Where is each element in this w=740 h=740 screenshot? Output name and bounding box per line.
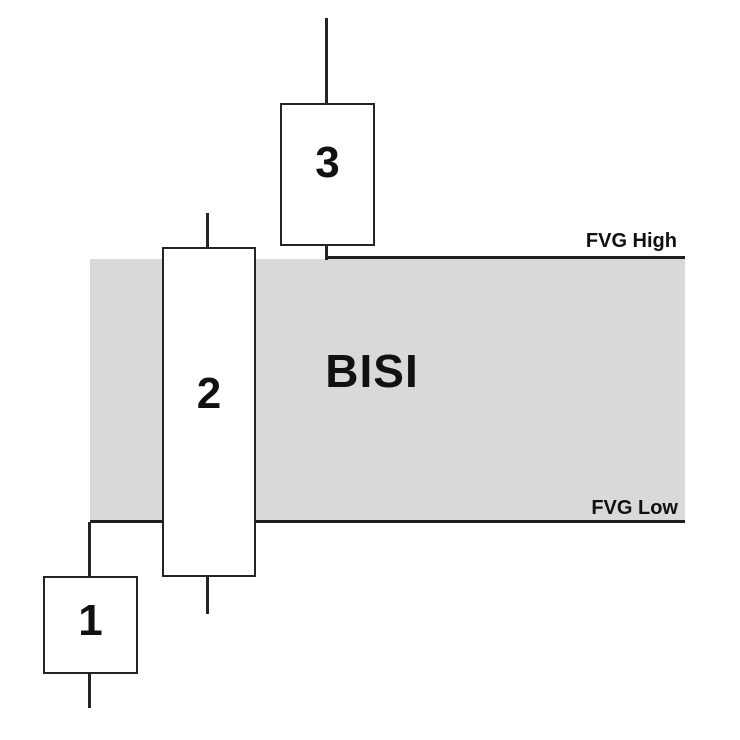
candle-1-lower-wick [88,673,91,708]
candle-2-body: 2 [162,247,256,577]
fvg-high-label: FVG High [585,230,677,252]
candle-3-label: 3 [315,137,340,187]
candle-3-body: 3 [280,103,375,246]
fvg-low-label: FVG Low [591,497,678,519]
bisi-label: BISI [325,345,419,397]
fvg-low-line [90,520,685,523]
candle-2-label: 2 [196,369,222,418]
candle-1-label: 1 [78,596,103,645]
fvg-high-line [327,256,685,259]
candle-2-lower-wick [206,576,209,614]
candle-1-upper-wick [88,522,91,577]
candle-3-lower-wick [325,245,328,260]
candle-2-upper-wick [206,213,209,249]
candle-1-body: 1 [43,576,138,674]
candle-3-upper-wick [325,18,328,104]
